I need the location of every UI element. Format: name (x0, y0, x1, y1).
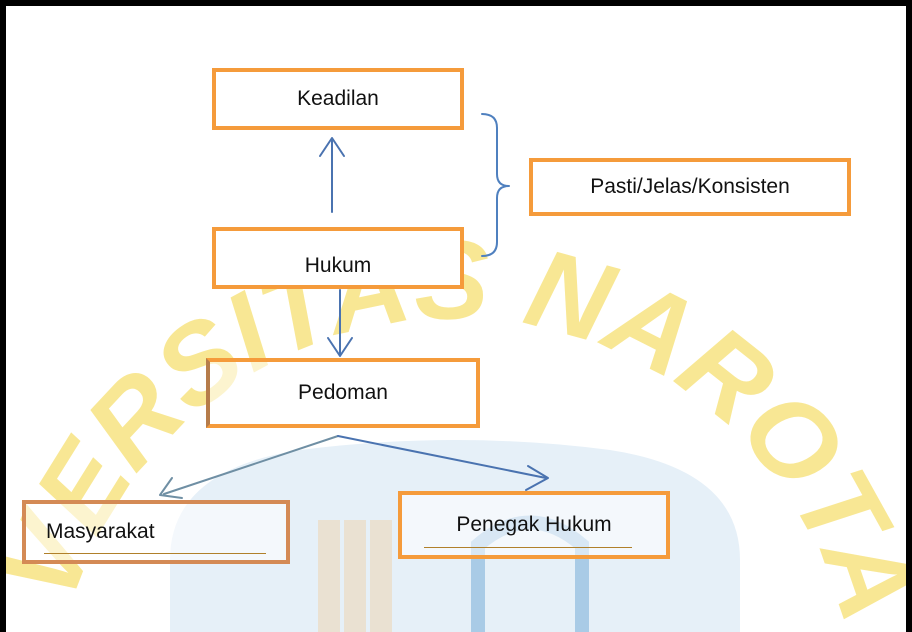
node-label: Masyarakat (46, 520, 155, 543)
arrow-hukum-to-keadilan (319, 137, 345, 213)
node-label: Hukum (304, 254, 372, 277)
node-label: Pedoman (298, 381, 388, 404)
node-masyarakat: Masyarakat (22, 500, 290, 564)
underline (44, 553, 266, 554)
node-pedoman: Pedoman (206, 358, 480, 428)
node-hukum: Hukum (212, 227, 464, 289)
node-label: Pasti/Jelas/Konsisten (590, 175, 790, 198)
watermark-pillar-2 (344, 520, 366, 632)
node-pasti-jelas-konsisten: Pasti/Jelas/Konsisten (529, 158, 851, 216)
arrow-pedoman-to-penegak-hukum (337, 435, 549, 491)
arrow-hukum-to-pedoman (327, 289, 353, 357)
underline (424, 547, 632, 548)
node-penegak-hukum: Penegak Hukum (398, 491, 670, 559)
arrow-pedoman-to-masyarakat (159, 435, 339, 499)
node-keadilan: Keadilan (212, 68, 464, 130)
bracket-keadilan-hukum (481, 113, 510, 257)
watermark-pillar-3 (370, 520, 392, 632)
node-label: Penegak Hukum (456, 513, 612, 536)
node-label: Keadilan (297, 87, 379, 110)
watermark-pillar-1 (318, 520, 340, 632)
